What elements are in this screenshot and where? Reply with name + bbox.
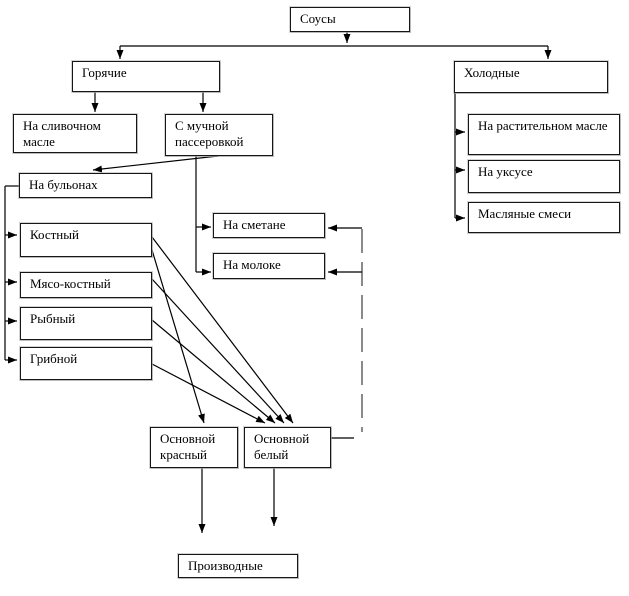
- node-broth: На бульонах: [19, 173, 152, 198]
- node-butter-label: На сливочном масле: [23, 118, 101, 149]
- edge-broths-to-basic-sauces: [151, 236, 294, 424]
- node-milk-label: На молоке: [223, 257, 281, 272]
- edge-cold-children: [454, 93, 465, 222]
- edge-basic-to-derivatives: [198, 468, 278, 533]
- node-vinegar-label: На уксусе: [478, 164, 533, 179]
- node-butter: На сливочном масле: [13, 114, 137, 153]
- edge-broth-children: [4, 185, 20, 364]
- edge-sauces-children: [116, 32, 552, 59]
- node-hot-label: Горячие: [82, 65, 127, 80]
- node-meat-bone-label: Мясо-костный: [30, 276, 111, 291]
- node-hot: Горячие: [72, 61, 220, 92]
- node-bone-label: Костный: [30, 227, 79, 242]
- node-mushroom: Грибной: [20, 347, 152, 380]
- node-butter-mix: Масляные смеси: [468, 202, 620, 233]
- node-broth-label: На бульонах: [29, 177, 98, 192]
- node-cold-label: Холодные: [464, 65, 520, 80]
- node-sour-cream-label: На сметане: [223, 217, 286, 232]
- node-fish: Рыбный: [20, 307, 152, 340]
- node-veg-oil-label: На растительном масле: [478, 118, 608, 133]
- node-mushroom-label: Грибной: [30, 351, 78, 366]
- node-derivatives: Производные: [178, 554, 298, 578]
- node-basic-red-label: Основной красный: [160, 431, 216, 462]
- node-sauces-label: Соусы: [300, 11, 336, 26]
- node-bone: Костный: [20, 223, 152, 257]
- node-basic-white-label: Основной белый: [254, 431, 310, 462]
- node-meat-bone: Мясо-костный: [20, 272, 152, 298]
- node-vinegar: На уксусе: [468, 160, 620, 193]
- node-flour: С мучной пассеровкой: [165, 114, 273, 156]
- node-basic-white: Основной белый: [244, 427, 331, 468]
- node-veg-oil: На растительном масле: [468, 114, 620, 155]
- node-sauces: Соусы: [290, 7, 410, 32]
- node-basic-red: Основной красный: [150, 427, 238, 468]
- node-sour-cream: На сметане: [213, 213, 325, 238]
- edge-hot-children: [91, 92, 207, 112]
- edge-flour-children: [92, 155, 219, 276]
- edge-white-to-dairy-dashed: [328, 224, 363, 439]
- node-cold: Холодные: [454, 61, 608, 93]
- node-fish-label: Рыбный: [30, 311, 76, 326]
- node-flour-label: С мучной пассеровкой: [175, 118, 244, 149]
- node-milk: На молоке: [213, 253, 325, 279]
- node-derivatives-label: Производные: [188, 558, 263, 573]
- node-butter-mix-label: Масляные смеси: [478, 206, 572, 221]
